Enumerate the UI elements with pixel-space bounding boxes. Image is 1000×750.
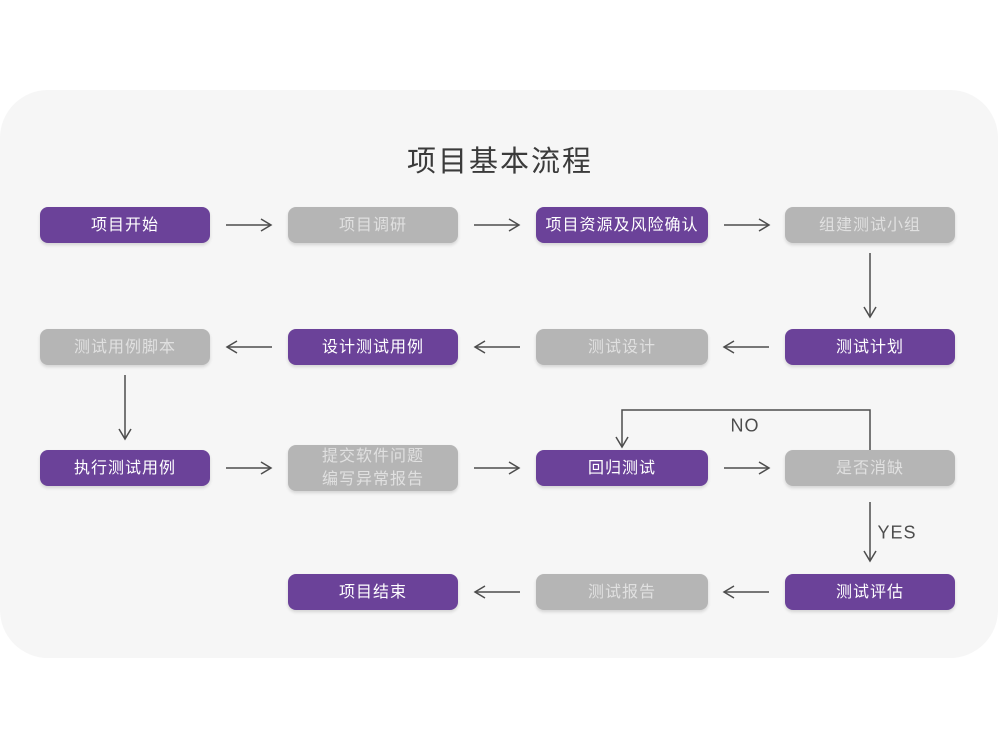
flow-node-project-start: 项目开始 <box>40 207 210 243</box>
flow-node-regression-test: 回归测试 <box>536 450 708 486</box>
flow-node-test-design: 测试设计 <box>536 329 708 365</box>
flow-node-submit-issue-report: 提交软件问题 编写异常报告 <box>288 445 458 491</box>
flow-node-test-report: 测试报告 <box>536 574 708 610</box>
flowchart-card <box>0 90 998 658</box>
flow-node-test-case-script: 测试用例脚本 <box>40 329 210 365</box>
flow-node-test-plan: 测试计划 <box>785 329 955 365</box>
flow-node-project-end: 项目结束 <box>288 574 458 610</box>
yes-label: YES <box>877 522 917 543</box>
flow-node-test-evaluation: 测试评估 <box>785 574 955 610</box>
flow-node-form-test-team: 组建测试小组 <box>785 207 955 243</box>
flow-node-project-resources-risk: 项目资源及风险确认 <box>536 207 708 243</box>
flow-node-design-test-case: 设计测试用例 <box>288 329 458 365</box>
diagram-title: 项目基本流程 <box>406 146 593 178</box>
flow-node-execute-test-case: 执行测试用例 <box>40 450 210 486</box>
flow-node-defect-cleared: 是否消缺 <box>785 450 955 486</box>
flow-node-project-research: 项目调研 <box>288 207 458 243</box>
no-label: NO <box>730 415 760 436</box>
